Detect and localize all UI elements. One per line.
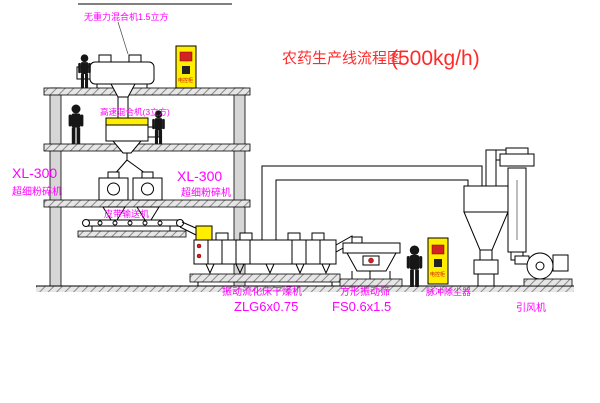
square-vibrating-sieve xyxy=(335,235,403,287)
person-figure xyxy=(78,54,91,88)
cabinet-label: 电控柜 xyxy=(178,77,193,84)
label-square-sieve: 方形振动筛 xyxy=(340,285,390,298)
sieve-base xyxy=(339,278,403,287)
fan-scroll xyxy=(526,252,554,280)
leader-line xyxy=(117,21,129,55)
cyclone-cone xyxy=(463,211,509,251)
pulverizer-right xyxy=(132,171,163,201)
label-pulverizer-model-left: XL-300 xyxy=(12,165,57,181)
cyclone-outlet-tube xyxy=(485,149,497,189)
high-speed-mixer xyxy=(105,117,160,177)
cyclone-separator xyxy=(463,149,512,286)
pulverizer-left xyxy=(98,171,129,201)
label-high-speed-mixer: 高速混合机(3立方) xyxy=(100,107,170,117)
control-cabinet-right: 电控柜 xyxy=(427,237,449,285)
person-figure xyxy=(68,104,84,144)
ground xyxy=(36,285,574,292)
label-belt-conveyor: 皮带输送机 xyxy=(104,208,149,219)
dryer-inlet-feeder xyxy=(195,225,213,241)
dryer-spring xyxy=(205,263,215,275)
dryer-body xyxy=(193,239,337,265)
label-fluidbed-dryer: 振动流化床干燥机 xyxy=(222,285,302,298)
sieve-exciter xyxy=(368,257,374,264)
stack-cap xyxy=(499,153,535,167)
page-title-capacity: (500kg/h) xyxy=(391,47,480,70)
cyclone-cylinder xyxy=(463,185,509,213)
cabinet-label: 电控柜 xyxy=(430,271,445,278)
rotary-airlock xyxy=(473,259,499,275)
label-gravity-mixer: 无重力混合机1.5立方 xyxy=(84,11,169,22)
fan-motor xyxy=(552,254,569,272)
dryer-fitting xyxy=(196,253,202,259)
floor-slab-low xyxy=(43,199,251,208)
label-induced-fan: 引风机 xyxy=(516,301,546,314)
belt-conveyor xyxy=(77,219,199,238)
label-pulverizer-name-left: 超细粉碎机 xyxy=(12,185,62,198)
dryer-base xyxy=(189,273,341,283)
label-dust-collector: 脉冲除尘器 xyxy=(426,286,471,297)
discharge-chute xyxy=(181,221,199,230)
induced-draft-fan xyxy=(514,252,573,287)
fan-base xyxy=(523,278,573,287)
label-pulverizer-model-right: XL-300 xyxy=(177,168,222,184)
exhaust-duct xyxy=(261,165,483,240)
exhaust-stack xyxy=(499,147,535,261)
page-title: 农药生产线流程图 xyxy=(282,50,402,67)
label-fluidbed-dryer-model: ZLG6x0.75 xyxy=(234,299,298,314)
fluid-bed-dryer xyxy=(189,225,341,286)
label-pulverizer-name-right: 超细粉碎机 xyxy=(181,186,231,199)
person-figure xyxy=(406,245,423,287)
floor-slab-mid xyxy=(43,143,251,152)
label-square-sieve-model: FS0.6x1.5 xyxy=(332,299,391,314)
dryer-fitting xyxy=(196,243,202,249)
floor-slab-top xyxy=(43,87,251,96)
gravity-mixer xyxy=(76,21,155,121)
control-cabinet-top: 电控柜 xyxy=(175,45,197,89)
